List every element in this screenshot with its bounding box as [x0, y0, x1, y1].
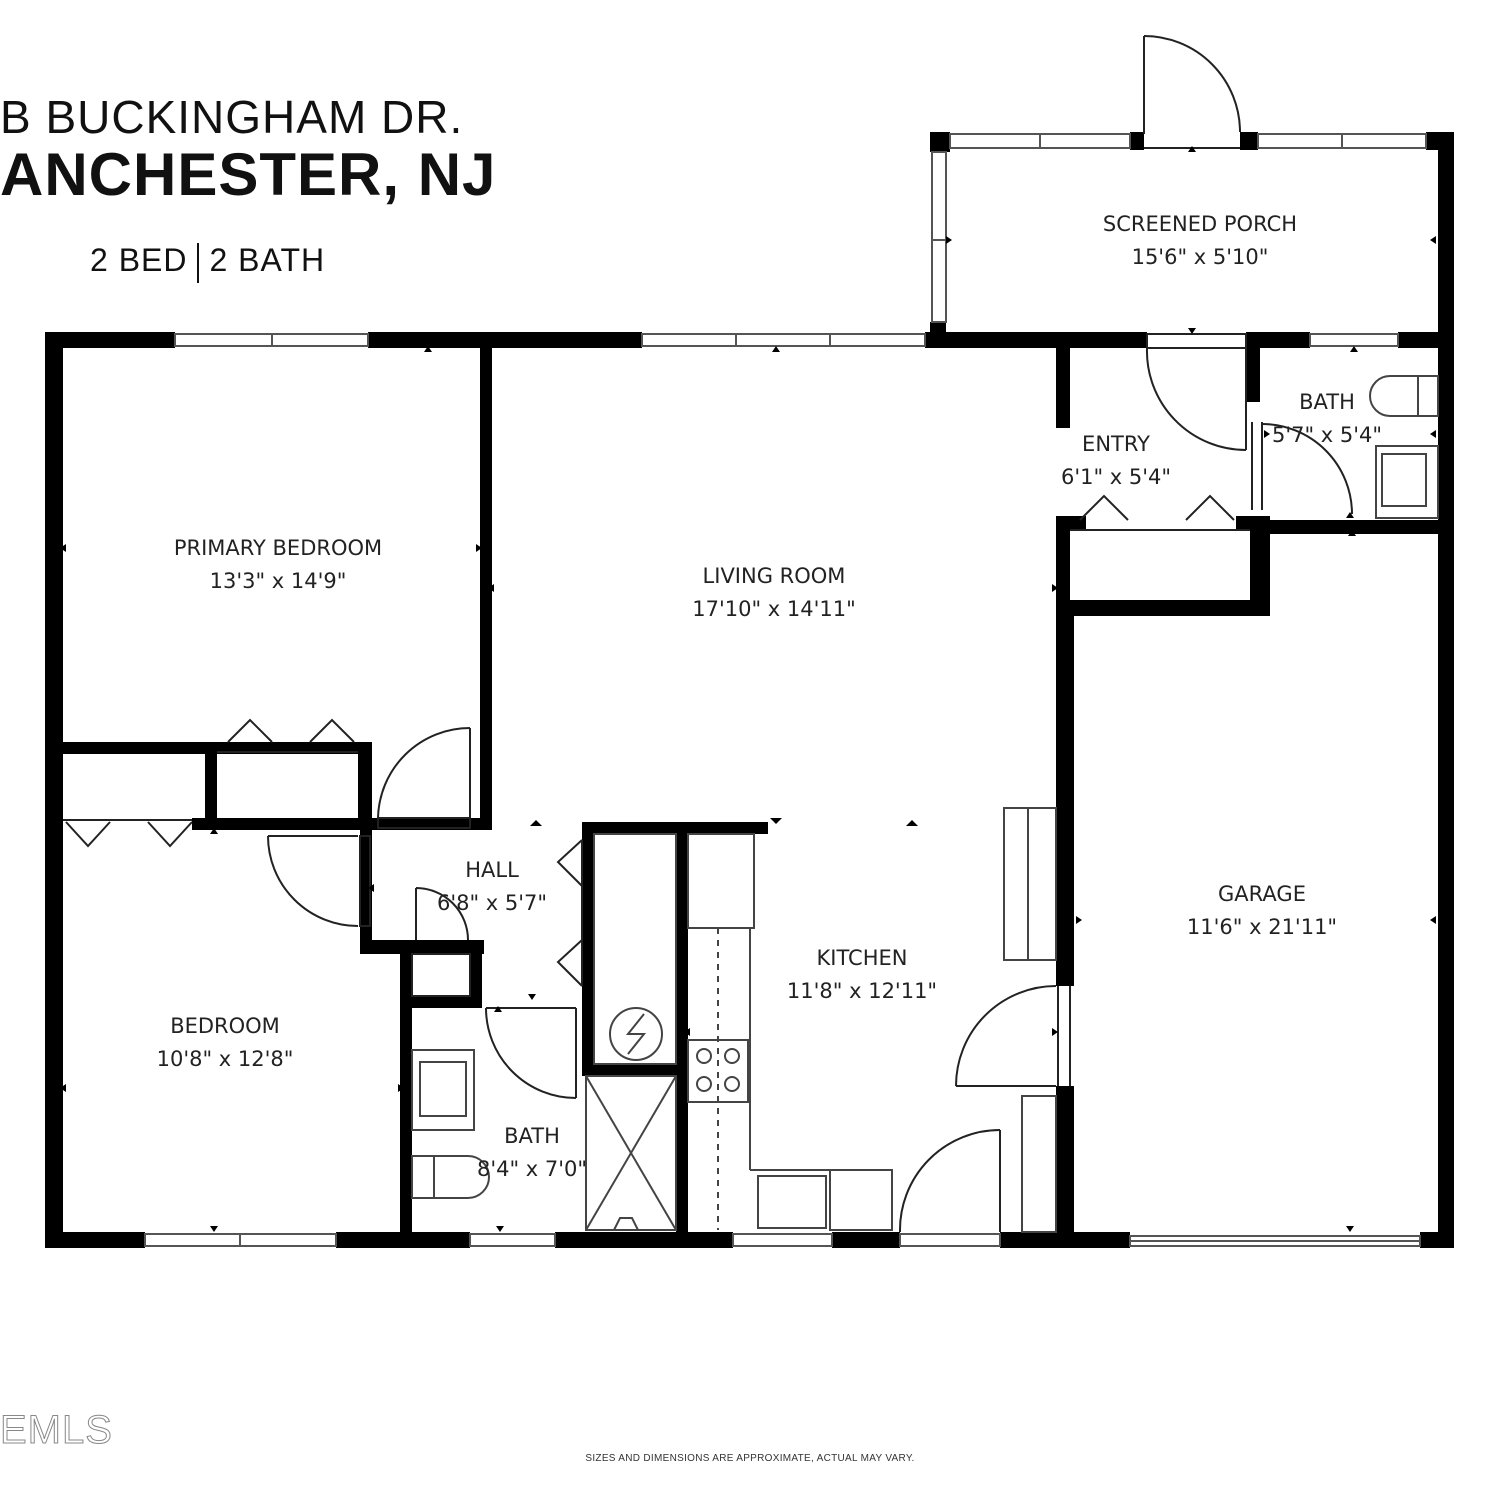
- wall-bath-top: [400, 996, 482, 1008]
- wall-bath-hall-right: [470, 940, 482, 1000]
- room-name: HALL: [465, 858, 519, 882]
- wall-closet-hall-mid: [676, 822, 688, 1248]
- room-name: LIVING ROOM: [702, 564, 846, 588]
- bath-count: 2 BATH: [209, 242, 326, 278]
- wall-closet-entry-left: [1056, 516, 1070, 616]
- outer-wall-bottom-c: [555, 1232, 733, 1248]
- doors: [63, 35, 1353, 1233]
- room-name: BATH: [1299, 390, 1355, 414]
- window-living-room: [641, 333, 926, 347]
- summary-divider: [197, 242, 200, 283]
- room-kitchen: KITCHEN 11'8" x 12'11": [787, 942, 937, 1008]
- mls-watermark: EMLS: [0, 1408, 113, 1453]
- porch-wall-top-mid2: [1240, 132, 1258, 150]
- water-heater-closet: [593, 833, 677, 1065]
- wall-utility-bottom: [582, 1064, 688, 1076]
- city-line: ANCHESTER, NJ: [0, 141, 497, 208]
- window-kitchen: [732, 1233, 833, 1247]
- room-screened-porch: SCREENED PORCH 15'6" x 5'10": [1103, 208, 1297, 274]
- porch-wall-top-left: [930, 132, 950, 152]
- outer-wall-right: [1438, 332, 1454, 1248]
- door-kitchen-exterior: [899, 1233, 1001, 1247]
- wall-hall-step: [360, 940, 484, 954]
- room-size: 15'6" x 5'10": [1131, 245, 1269, 269]
- kitchen-cabinet: [1003, 807, 1057, 961]
- dishwasher: [829, 1169, 893, 1231]
- room-hall: HALL 6'8" x 5'7": [437, 854, 547, 920]
- outer-wall-bottom-a: [45, 1232, 145, 1248]
- walls: [45, 132, 1454, 1248]
- room-size: 5'7" x 5'4": [1271, 423, 1383, 447]
- room-size: 11'8" x 12'11": [786, 979, 938, 1003]
- outer-wall-top-a: [45, 332, 175, 348]
- wall-entry-bath: [1246, 332, 1260, 402]
- room-entry: ENTRY 6'1" x 5'4": [1061, 428, 1171, 494]
- room-size: 17'10" x 14'11": [692, 597, 856, 621]
- toilet-upper-tank: [1417, 375, 1439, 417]
- room-bath-upper: BATH 5'7" x 5'4": [1272, 386, 1382, 452]
- water-heater: [609, 1007, 663, 1061]
- room-name: SCREENED PORCH: [1102, 212, 1298, 236]
- sink-upper: [1375, 445, 1439, 519]
- room-size: 6'1" x 5'4": [1060, 465, 1172, 489]
- outer-wall-top-b: [368, 332, 642, 348]
- wall-closet-left: [205, 742, 217, 830]
- bed-count: 2 BED: [90, 242, 188, 278]
- window-porch-side: [931, 151, 947, 323]
- room-size: 6'8" x 5'7": [436, 891, 548, 915]
- room-size: 10'8" x 12'8": [156, 1047, 294, 1071]
- room-name: BATH: [504, 1124, 560, 1148]
- room-size: 11'6" x 21'11": [1186, 915, 1338, 939]
- address-line: B BUCKINGHAM DR.: [0, 91, 464, 143]
- wall-closet-entry-right: [1250, 520, 1270, 616]
- wall-closet-hall-left: [582, 822, 594, 1070]
- bed-bath-summary: 2 BED 2 BATH: [90, 242, 325, 283]
- room-bedroom: BEDROOM 10'8" x 12'8": [157, 1010, 294, 1076]
- disclaimer-text: SIZES AND DIMENSIONS ARE APPROXIMATE, AC…: [585, 1453, 915, 1464]
- wall-garage-left: [1056, 600, 1074, 986]
- room-name: PRIMARY BEDROOM: [173, 536, 383, 560]
- outer-wall-bottom-f: [1420, 1232, 1454, 1248]
- fridge: [687, 833, 755, 929]
- outer-wall-top-d: [1246, 332, 1310, 348]
- room-name: KITCHEN: [816, 946, 908, 970]
- window-bath-lower: [469, 1233, 556, 1247]
- room-size: 13'3" x 14'9": [209, 569, 347, 593]
- wall-bath-left: [400, 940, 412, 1248]
- room-name: ENTRY: [1082, 432, 1150, 456]
- outer-wall-bottom-d: [832, 1232, 900, 1248]
- room-name: GARAGE: [1218, 882, 1306, 906]
- porch-wall-top-mid: [1130, 132, 1144, 150]
- fixtures: [411, 375, 1439, 1233]
- pantry: [1021, 1095, 1057, 1233]
- room-bath-lower: BATH 8'4" x 7'0": [477, 1120, 587, 1186]
- dimension-markers: [60, 146, 1436, 1232]
- toilet-upper-bowl: [1369, 375, 1418, 417]
- room-size: 8'4" x 7'0": [476, 1157, 588, 1181]
- wall-entry-left-top: [1056, 332, 1070, 428]
- room-primary-bedroom: PRIMARY BEDROOM 13'3" x 14'9": [174, 532, 382, 598]
- stove: [687, 1039, 749, 1103]
- room-living-room: LIVING ROOM 17'10" x 14'11": [692, 560, 856, 626]
- windows: [144, 133, 1427, 1247]
- wall-bedroom-living: [480, 332, 492, 830]
- room-name: BEDROOM: [170, 1014, 280, 1038]
- wall-closet-entry-bottom: [1056, 600, 1270, 616]
- shower: [585, 1075, 677, 1231]
- wall-closet-hall-top: [582, 822, 768, 834]
- kitchen-sink: [757, 1175, 827, 1229]
- wall-bath-upper-bottom: [1256, 520, 1454, 534]
- wall-garage-left-lower: [1056, 1086, 1074, 1248]
- outer-wall-left: [45, 332, 63, 1248]
- toilet-lower-bowl: [434, 1155, 490, 1199]
- toilet-lower-tank: [411, 1155, 435, 1199]
- sink-lower: [411, 1049, 475, 1131]
- wall-closet-right: [358, 742, 372, 830]
- outer-wall-top-c: [925, 332, 1147, 348]
- room-garage: GARAGE 11'6" x 21'11": [1187, 878, 1337, 944]
- window-bath-upper: [1309, 333, 1399, 347]
- porch-wall-right: [1438, 132, 1454, 342]
